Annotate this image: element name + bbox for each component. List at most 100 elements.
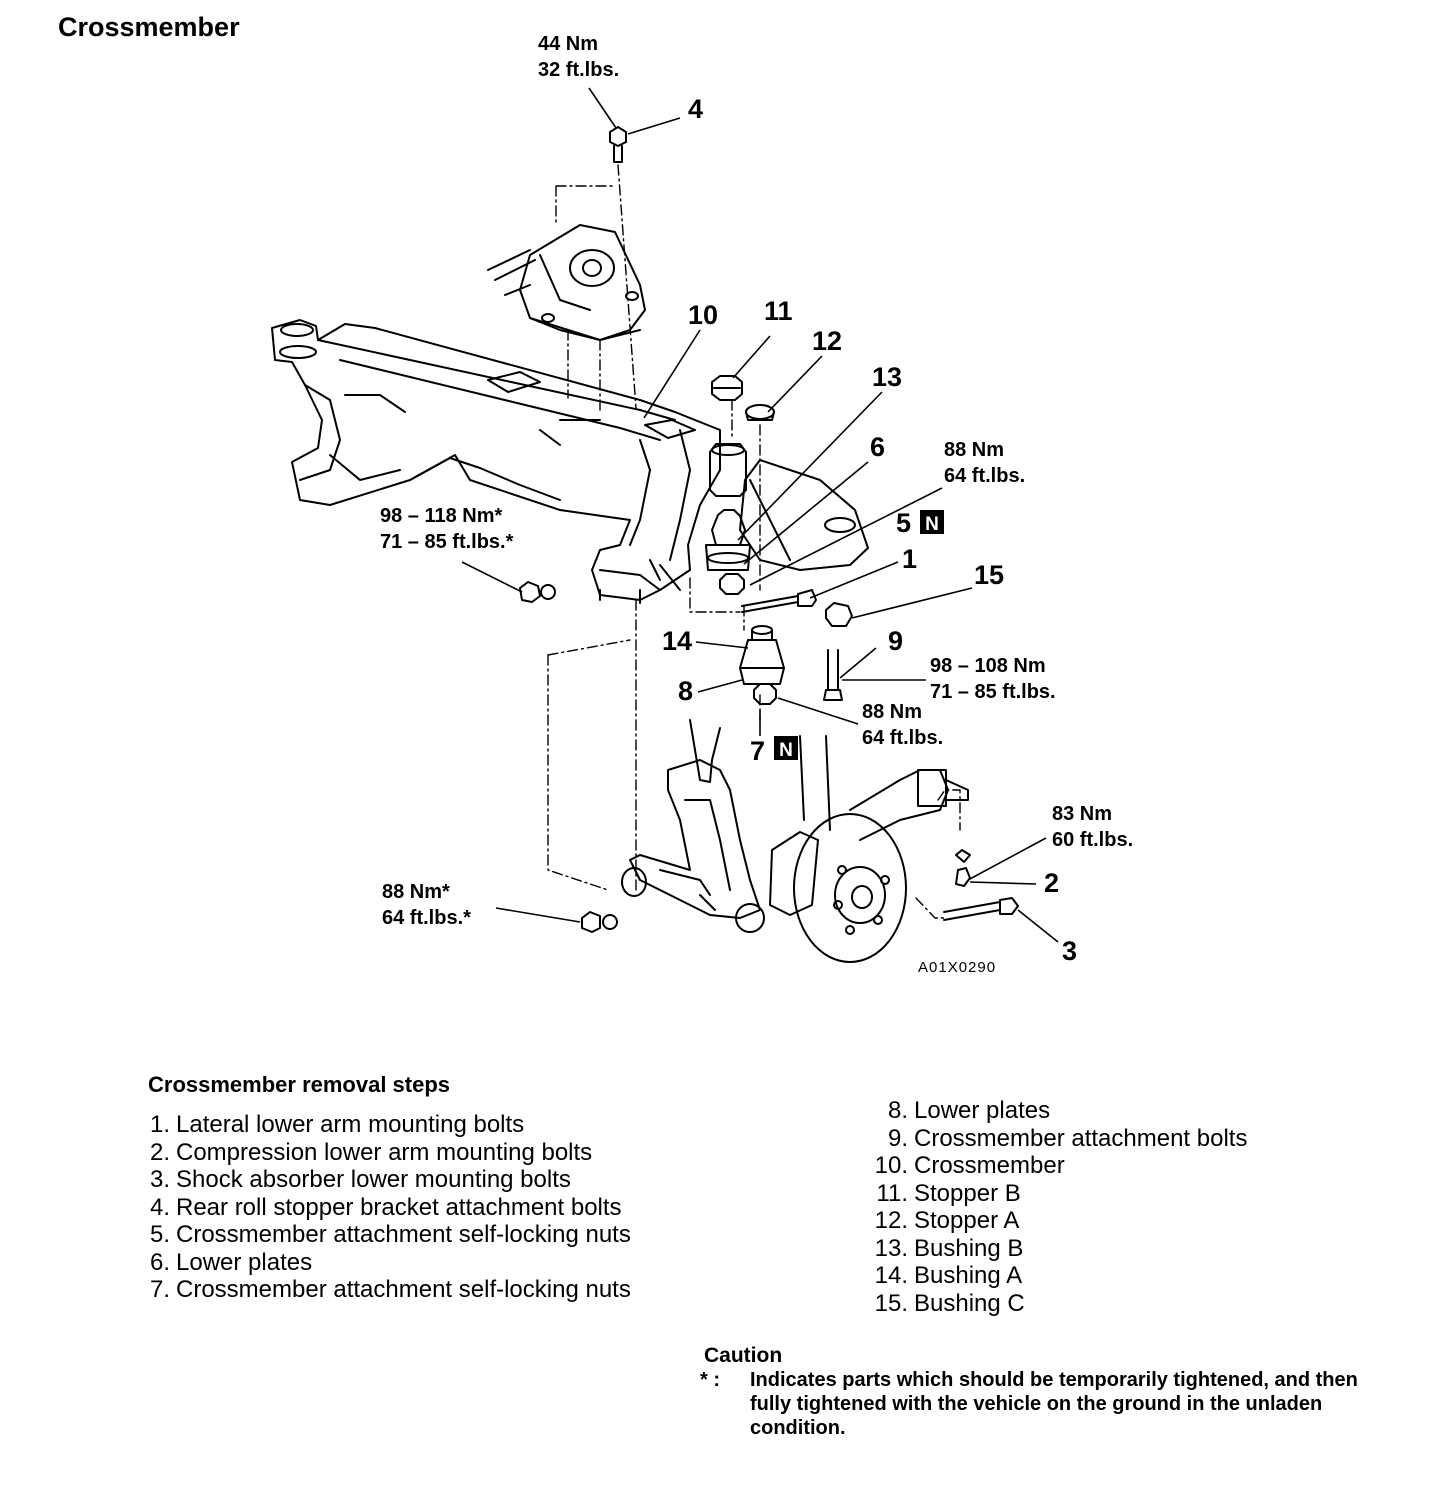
removal-steps-title: Crossmember removal steps bbox=[148, 1072, 451, 1097]
bolt-9 bbox=[823, 649, 843, 701]
torque-right-ft: 64 ft.lbs. bbox=[944, 465, 1025, 487]
step-number: 14. bbox=[874, 1262, 908, 1289]
step-number: 1. bbox=[149, 1111, 170, 1138]
callout-2: 2 bbox=[1044, 868, 1059, 898]
torque-bottom-left-ft: 64 ft.lbs.* bbox=[382, 907, 471, 929]
lower-arm-assembly bbox=[621, 719, 765, 933]
torque-mid-nm: 98 – 108 Nm bbox=[930, 655, 1046, 677]
page-title: Crossmember bbox=[58, 12, 240, 42]
callout-4: 4 bbox=[688, 94, 703, 124]
torque-83-nm: 83 Nm bbox=[1052, 803, 1112, 825]
caution-text: Indicates parts which should be temporar… bbox=[750, 1369, 1358, 1439]
step-text: Stopper B bbox=[914, 1179, 1021, 1207]
step-text: Lower plates bbox=[914, 1097, 1051, 1124]
step-text: Crossmember bbox=[914, 1152, 1065, 1179]
step-text: Lateral lower arm mounting bolts bbox=[176, 1111, 525, 1138]
bushing-b-upper bbox=[709, 443, 747, 497]
step-number: 4. bbox=[149, 1193, 170, 1221]
step-number: 2. bbox=[149, 1138, 170, 1166]
step-number: 13. bbox=[874, 1234, 908, 1262]
stopper-a bbox=[745, 404, 775, 421]
step-number: 3. bbox=[149, 1166, 170, 1193]
torque-low-nm: 88 Nm bbox=[862, 701, 922, 723]
new-part-badge-7-label: N bbox=[779, 740, 793, 761]
bushing-c bbox=[825, 602, 853, 627]
torque-83-ft: 60 ft.lbs. bbox=[1052, 829, 1133, 851]
callout-14: 14 bbox=[662, 626, 692, 656]
list-item: 11.Stopper B bbox=[874, 1180, 1394, 1208]
step-number: 11. bbox=[876, 1179, 908, 1207]
step-text: Crossmember attachment self-locking nuts bbox=[176, 1276, 631, 1303]
list-item: 2.Compression lower arm mounting bolts bbox=[136, 1139, 636, 1167]
new-part-badge-5: N bbox=[920, 510, 944, 535]
callout-6: 6 bbox=[870, 432, 885, 462]
callout-labels: 4 10 11 12 13 6 5 1 15 14 9 8 7 2 3 bbox=[662, 94, 1077, 966]
list-item: 7.Crossmember attachment self-locking nu… bbox=[136, 1276, 636, 1304]
callout-7: 7 bbox=[750, 736, 765, 766]
callout-8: 8 bbox=[678, 676, 693, 706]
list-item: 9.Crossmember attachment bolts bbox=[874, 1125, 1394, 1153]
crossmember-body bbox=[271, 319, 721, 604]
bolt-3 bbox=[943, 897, 1019, 921]
callout-3: 3 bbox=[1062, 936, 1077, 966]
callout-13: 13 bbox=[872, 362, 902, 392]
callout-9: 9 bbox=[888, 626, 903, 656]
list-item: 6.Lower plates bbox=[136, 1249, 636, 1277]
step-text: Shock absorber lower mounting bolts bbox=[176, 1166, 571, 1193]
callout-5: 5 bbox=[896, 508, 911, 538]
step-number: 5. bbox=[149, 1221, 170, 1248]
step-text: Bushing C bbox=[914, 1289, 1025, 1317]
caution-mark: * : bbox=[700, 1369, 720, 1391]
new-part-badge-5-label: N bbox=[925, 514, 939, 535]
step-number: 12. bbox=[874, 1207, 908, 1234]
torque-right-nm: 88 Nm bbox=[944, 439, 1004, 461]
list-item: 3.Shock absorber lower mounting bolts bbox=[136, 1166, 636, 1194]
bolt-1 bbox=[741, 589, 817, 613]
list-item: 12.Stopper A bbox=[874, 1207, 1394, 1235]
step-number: 8. bbox=[887, 1097, 908, 1124]
step-text: Crossmember attachment bolts bbox=[914, 1124, 1248, 1152]
roll-stopper-bracket bbox=[487, 224, 646, 341]
callout-1: 1 bbox=[902, 544, 917, 574]
step-number: 7. bbox=[149, 1276, 170, 1303]
crossmember-exploded-diagram: 4 10 11 12 13 6 5 1 15 14 9 8 7 2 3 N N … bbox=[271, 33, 1133, 976]
torque-bottom-left-nm: 88 Nm* bbox=[382, 881, 450, 903]
step-text: Bushing B bbox=[914, 1234, 1024, 1262]
torque-left-ft: 71 – 85 ft.lbs.* bbox=[380, 531, 514, 553]
nut-left bbox=[519, 581, 556, 603]
torque-top-nm: 44 Nm bbox=[538, 33, 598, 55]
nut-bottom-left bbox=[581, 911, 618, 933]
torque-low-ft: 64 ft.lbs. bbox=[862, 727, 943, 749]
list-item: 10.Crossmember bbox=[874, 1152, 1394, 1180]
torque-left-nm: 98 – 118 Nm* bbox=[380, 505, 503, 527]
caution-note: * : Indicates parts which should be temp… bbox=[700, 1368, 1400, 1440]
list-item: 14.Bushing A bbox=[874, 1262, 1394, 1290]
bolt-2 bbox=[955, 849, 971, 887]
new-part-badge-7: N bbox=[774, 736, 798, 761]
callout-15: 15 bbox=[974, 560, 1004, 590]
step-text: Bushing A bbox=[914, 1262, 1023, 1289]
step-text: Stopper A bbox=[914, 1207, 1020, 1234]
list-item: 5.Crossmember attachment self-locking nu… bbox=[136, 1221, 636, 1249]
step-text: Compression lower arm mounting bolts bbox=[176, 1138, 593, 1166]
callout-12: 12 bbox=[812, 326, 842, 356]
step-number: 6. bbox=[149, 1248, 170, 1276]
bushing-a bbox=[739, 625, 785, 685]
nut-7 bbox=[753, 683, 777, 705]
step-text: Rear roll stopper bracket attachment bol… bbox=[176, 1193, 622, 1221]
callout-11: 11 bbox=[764, 296, 793, 326]
stopper-b bbox=[711, 375, 743, 401]
bushing-b bbox=[705, 509, 751, 571]
step-number: 15. bbox=[874, 1289, 908, 1317]
leader-lines bbox=[461, 87, 1059, 943]
step-text: Lower plates bbox=[176, 1248, 313, 1276]
list-item: 8.Lower plates bbox=[874, 1097, 1394, 1125]
torque-mid-ft: 71 – 85 ft.lbs. bbox=[930, 681, 1056, 703]
step-number: 9. bbox=[887, 1124, 908, 1152]
callout-10: 10 bbox=[688, 300, 718, 330]
step-number: 10. bbox=[874, 1152, 908, 1179]
brake-rotor-hub bbox=[769, 813, 907, 963]
caution-title: Caution bbox=[704, 1344, 783, 1367]
nut-5 bbox=[719, 573, 745, 595]
